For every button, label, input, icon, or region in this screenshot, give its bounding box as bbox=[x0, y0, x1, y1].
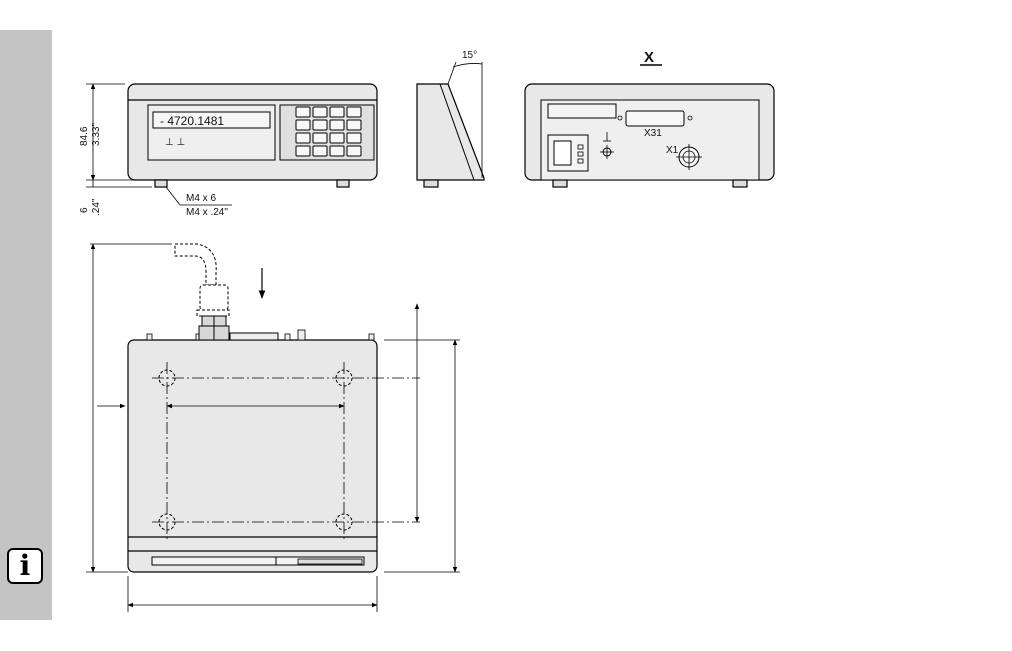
foot-left bbox=[154, 179, 168, 188]
screw-in: M4 x .24" bbox=[186, 207, 228, 218]
dim-foot-mm: 6 bbox=[79, 207, 90, 213]
info-icon-glyph: i bbox=[19, 549, 31, 582]
angle-label: 15° bbox=[462, 50, 477, 61]
side-housing bbox=[416, 83, 485, 181]
front-dimensions bbox=[86, 83, 232, 206]
x31-connector bbox=[625, 110, 685, 127]
front-dimension-text: 84.6 3.33" 6 .24" M4 x 6 M4 x .24" bbox=[79, 123, 228, 218]
x31-label: X31 bbox=[644, 128, 662, 139]
info-icon[interactable]: i bbox=[7, 548, 43, 584]
sidebar bbox=[0, 30, 52, 620]
top-dimensions bbox=[86, 243, 460, 612]
screw-mm: M4 x 6 bbox=[186, 193, 216, 204]
center-lines bbox=[152, 362, 420, 540]
dim-height-in: 3.33" bbox=[91, 123, 102, 146]
power-switch bbox=[553, 140, 572, 166]
display-readout: - 4720.1481 bbox=[160, 114, 224, 128]
top-view bbox=[127, 329, 378, 573]
rear-view bbox=[524, 83, 775, 188]
dim-foot-in: .24" bbox=[91, 198, 102, 216]
view-x-label: X bbox=[644, 49, 654, 66]
dim-height-mm: 84.6 bbox=[79, 126, 90, 146]
foot-right bbox=[336, 179, 350, 188]
keypad bbox=[295, 106, 362, 157]
rear-foot-left bbox=[552, 179, 568, 188]
display-indicator: ⊥ ⊥ bbox=[165, 137, 185, 148]
cable bbox=[174, 243, 230, 317]
x1-label: X1 bbox=[666, 145, 679, 156]
cable-plug bbox=[198, 315, 230, 341]
rear-view-title: X bbox=[640, 49, 662, 66]
side-foot bbox=[423, 179, 439, 188]
side-view bbox=[416, 61, 485, 188]
display-panel bbox=[152, 111, 271, 129]
front-view: - 4720.1481 ⊥ ⊥ bbox=[127, 83, 378, 188]
rear-foot-right bbox=[732, 179, 748, 188]
rear-label-plate bbox=[547, 103, 617, 119]
rear-connector-top bbox=[229, 332, 279, 341]
